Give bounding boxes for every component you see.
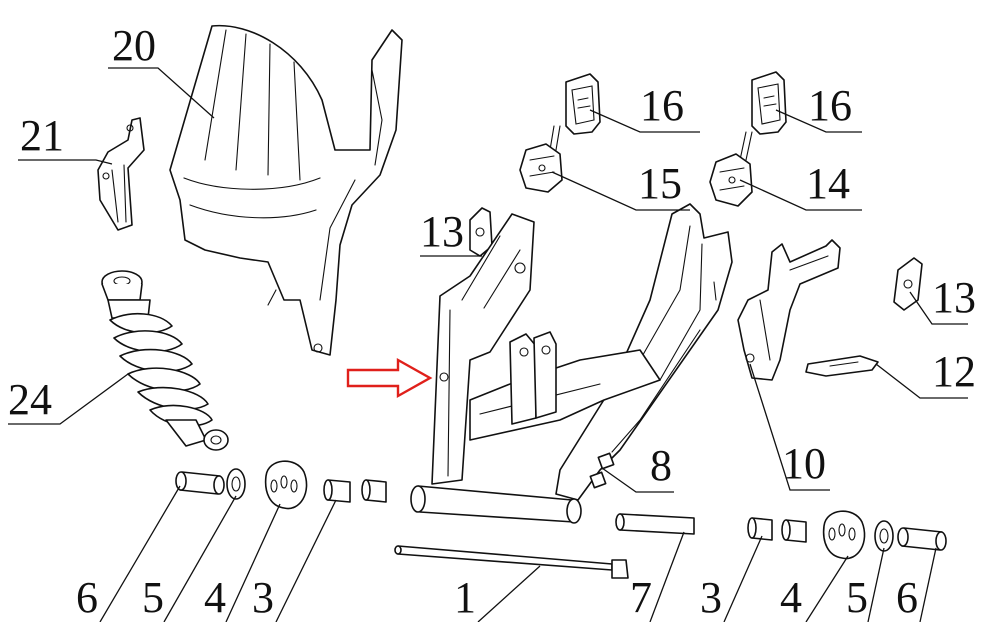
callout-24: 24 xyxy=(8,375,52,424)
part-7-sleeve xyxy=(615,513,695,535)
part-6-right-bushing xyxy=(897,527,947,551)
part-4-right-seal xyxy=(822,510,866,560)
leader-lines xyxy=(8,67,968,622)
callout-4-left: 4 xyxy=(204,573,226,622)
callout-numbers: 20 21 16 16 15 14 13 13 12 10 24 8 1 7 6… xyxy=(8,21,976,622)
callout-3-left: 3 xyxy=(252,573,274,622)
part-13-right-plate xyxy=(893,257,923,311)
callout-5-right: 5 xyxy=(846,573,868,622)
callout-20: 20 xyxy=(112,21,156,70)
callout-16-right: 16 xyxy=(808,81,852,130)
callout-3-right: 3 xyxy=(700,573,722,622)
part-12-plate xyxy=(805,355,879,377)
callout-4-right: 4 xyxy=(780,573,802,622)
callout-7: 7 xyxy=(630,573,652,622)
part-8-swing-arm xyxy=(410,203,733,524)
callout-16-left: 16 xyxy=(640,81,684,130)
part-20-rear-fender xyxy=(169,24,403,356)
callout-8: 8 xyxy=(650,441,672,490)
part-6-left-bushing xyxy=(175,471,225,495)
callout-6-right: 6 xyxy=(896,573,918,622)
part-21-bracket xyxy=(97,117,145,231)
red-pointer-arrow xyxy=(346,357,433,399)
part-10-bracket xyxy=(737,239,841,381)
callout-10: 10 xyxy=(782,439,826,488)
callout-12: 12 xyxy=(932,347,976,396)
callout-5-left: 5 xyxy=(142,573,164,622)
callout-21: 21 xyxy=(20,111,64,160)
callout-13-left: 13 xyxy=(420,207,464,256)
part-1-axle-bolt xyxy=(394,545,629,579)
callout-1: 1 xyxy=(454,573,476,622)
callout-6-left: 6 xyxy=(76,573,98,622)
part-14-adjuster xyxy=(709,131,753,207)
part-4-left-seal xyxy=(264,460,308,510)
part-16-left-block xyxy=(565,73,601,135)
part-15-adjuster xyxy=(519,125,563,193)
callout-15: 15 xyxy=(638,159,682,208)
callout-14: 14 xyxy=(806,159,850,208)
part-3-left-bearings xyxy=(323,479,387,503)
part-5-right-washer xyxy=(874,520,894,552)
callout-13-right: 13 xyxy=(932,273,976,322)
part-5-left-washer xyxy=(226,468,246,500)
part-3-right-bearings xyxy=(747,517,807,543)
part-24-shock-absorber xyxy=(101,270,229,451)
part-16-right-block xyxy=(751,71,787,135)
